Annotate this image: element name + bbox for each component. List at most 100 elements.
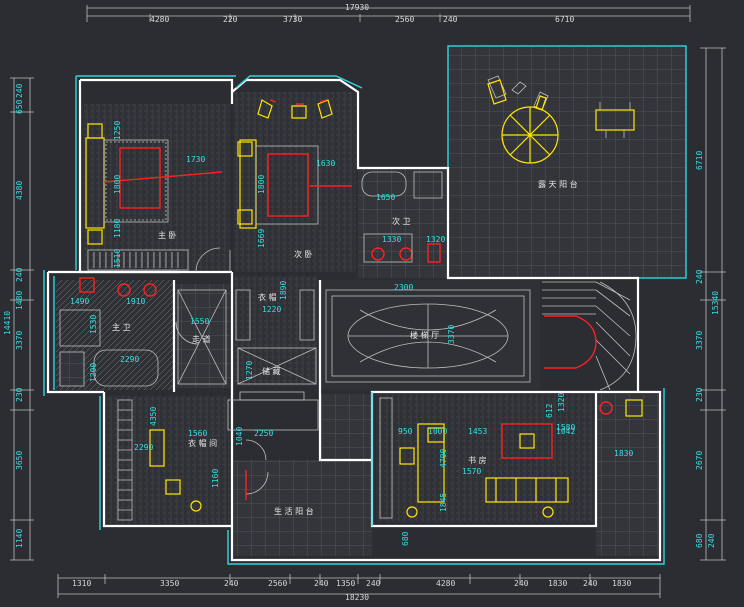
idim-28: 1453 <box>468 427 487 436</box>
dim-top-1: 4280 <box>150 15 169 24</box>
idim-39: 680 <box>401 531 410 546</box>
idim-25: 1570 <box>462 467 481 476</box>
room-roof-terrace: 露 天 阳 台 <box>538 179 578 189</box>
idim-13: 1490 <box>70 297 89 306</box>
room-master-bath: 主 卫 <box>112 322 131 332</box>
dim-right-4: 230 <box>695 387 704 402</box>
storage-fixtures <box>177 289 317 385</box>
idim-19: 1220 <box>262 305 281 314</box>
idim-20: 1200 <box>89 363 98 382</box>
room-second-bedroom: 次 卧 <box>294 249 313 259</box>
dim-right-3: 3370 <box>695 331 704 350</box>
idim-2: 1730 <box>186 155 205 164</box>
closet-2-fixtures <box>117 391 319 521</box>
dim-bottom-9: 240 <box>514 579 529 588</box>
idim-34: 2250 <box>254 429 273 438</box>
staircase <box>542 281 637 391</box>
idim-5: 1800 <box>257 175 266 194</box>
study-furniture <box>379 397 569 519</box>
dim-left-4: 240 <box>15 267 24 282</box>
dim-top-6: 6710 <box>555 15 574 24</box>
dim-right-7: 240 <box>707 533 716 548</box>
dim-right-total: 15340 <box>711 291 720 315</box>
room-storage: 储 藏 <box>262 366 281 376</box>
dim-top-total: 17930 <box>345 3 369 12</box>
dim-right-5: 2670 <box>695 451 704 470</box>
dim-right-1: 6710 <box>695 151 704 170</box>
idim-15: 1530 <box>89 315 98 334</box>
room-balcony: 生 活 阳 台 <box>274 506 314 516</box>
dim-top-4: 2560 <box>395 15 414 24</box>
idim-8: 1650 <box>376 193 395 202</box>
master-bath-fixtures <box>59 277 159 387</box>
idim-9: 1510 <box>113 249 122 268</box>
dim-left-8: 3650 <box>15 451 24 470</box>
dim-bottom-1: 1310 <box>72 579 91 588</box>
idim-30: 612 <box>545 403 554 418</box>
second-bedroom-furniture <box>237 99 352 229</box>
room-master-bedroom: 主 卧 <box>158 230 177 240</box>
idim-12: 2300 <box>394 283 413 292</box>
idim-33: 1560 <box>188 429 207 438</box>
roof-terrace <box>447 45 687 279</box>
idim-38: 1160 <box>211 469 220 488</box>
dimension-lines <box>10 5 726 598</box>
room-stair-hall: 楼 梯 厅 <box>410 330 439 340</box>
dim-left-6: 3370 <box>15 331 24 350</box>
idim-36: 4350 <box>149 407 158 426</box>
idim-22: 1270 <box>245 361 254 380</box>
idim-40: 1830 <box>614 449 633 458</box>
idim-3: 1630 <box>316 159 335 168</box>
dim-bottom-5: 240 <box>314 579 329 588</box>
idim-24: 1320 <box>557 393 566 412</box>
room-study: 书 房 <box>468 455 487 465</box>
room-aisle: 走 道 <box>192 334 211 344</box>
dim-bottom-8: 4280 <box>436 579 455 588</box>
idim-29: 1042 <box>556 427 575 436</box>
outer-cyan-lines <box>43 75 665 565</box>
idim-35: 1040 <box>235 427 244 446</box>
idim-23: 1580 <box>556 423 575 432</box>
dim-left-total: 14410 <box>3 311 12 335</box>
dim-left-7: 230 <box>15 387 24 402</box>
dim-bottom-total: 18230 <box>345 593 369 602</box>
idim-16: 1890 <box>279 281 288 300</box>
dim-left-2: 650 <box>15 99 24 114</box>
idim-31: 4700 <box>439 449 448 468</box>
idim-11: 1320 <box>426 235 445 244</box>
dim-bottom-12: 1830 <box>612 579 631 588</box>
dim-bottom-6: 1350 <box>336 579 355 588</box>
idim-14: 1910 <box>126 297 145 306</box>
idim-32: 1845 <box>439 493 448 512</box>
idim-27: 1000 <box>428 427 447 436</box>
idim-6: 1180 <box>113 219 122 238</box>
master-bedroom-furniture <box>85 123 223 271</box>
dim-left-3: 4380 <box>15 181 24 200</box>
room-closet-2: 衣 帽 间 <box>188 438 217 448</box>
idim-18: 1550 <box>190 317 209 326</box>
idim-37: 2290 <box>134 443 153 452</box>
idim-26: 950 <box>398 427 413 436</box>
dim-bottom-4: 2560 <box>268 579 287 588</box>
room-bath-2: 次 卫 <box>392 216 411 226</box>
dim-bottom-11: 240 <box>583 579 598 588</box>
dim-top-2: 220 <box>223 15 238 24</box>
utility-fixtures <box>599 399 643 417</box>
idim-1: 1250 <box>113 121 122 140</box>
interior-dims: 1250 1730 1630 1800 1800 1180 1669 1650 … <box>70 121 633 546</box>
dim-bottom-10: 1830 <box>548 579 567 588</box>
room-closet-1: 衣 帽 <box>258 292 277 302</box>
dim-right-6: 680 <box>695 533 704 548</box>
doors <box>175 247 269 500</box>
room-labels: 主 卧 次 卧 露 天 阳 台 楼 梯 厅 主 卫 衣 帽 衣 帽 间 储 藏 … <box>112 179 578 516</box>
dim-top-3: 3730 <box>283 15 302 24</box>
dim-bottom-3: 240 <box>224 579 239 588</box>
dim-bottom-7: 240 <box>366 579 381 588</box>
idim-21: 3370 <box>447 325 456 344</box>
idim-10: 1330 <box>382 235 401 244</box>
dim-left-1: 240 <box>15 83 24 98</box>
idim-4: 1800 <box>113 175 122 194</box>
walls <box>46 78 662 562</box>
dim-right-2: 240 <box>695 269 704 284</box>
